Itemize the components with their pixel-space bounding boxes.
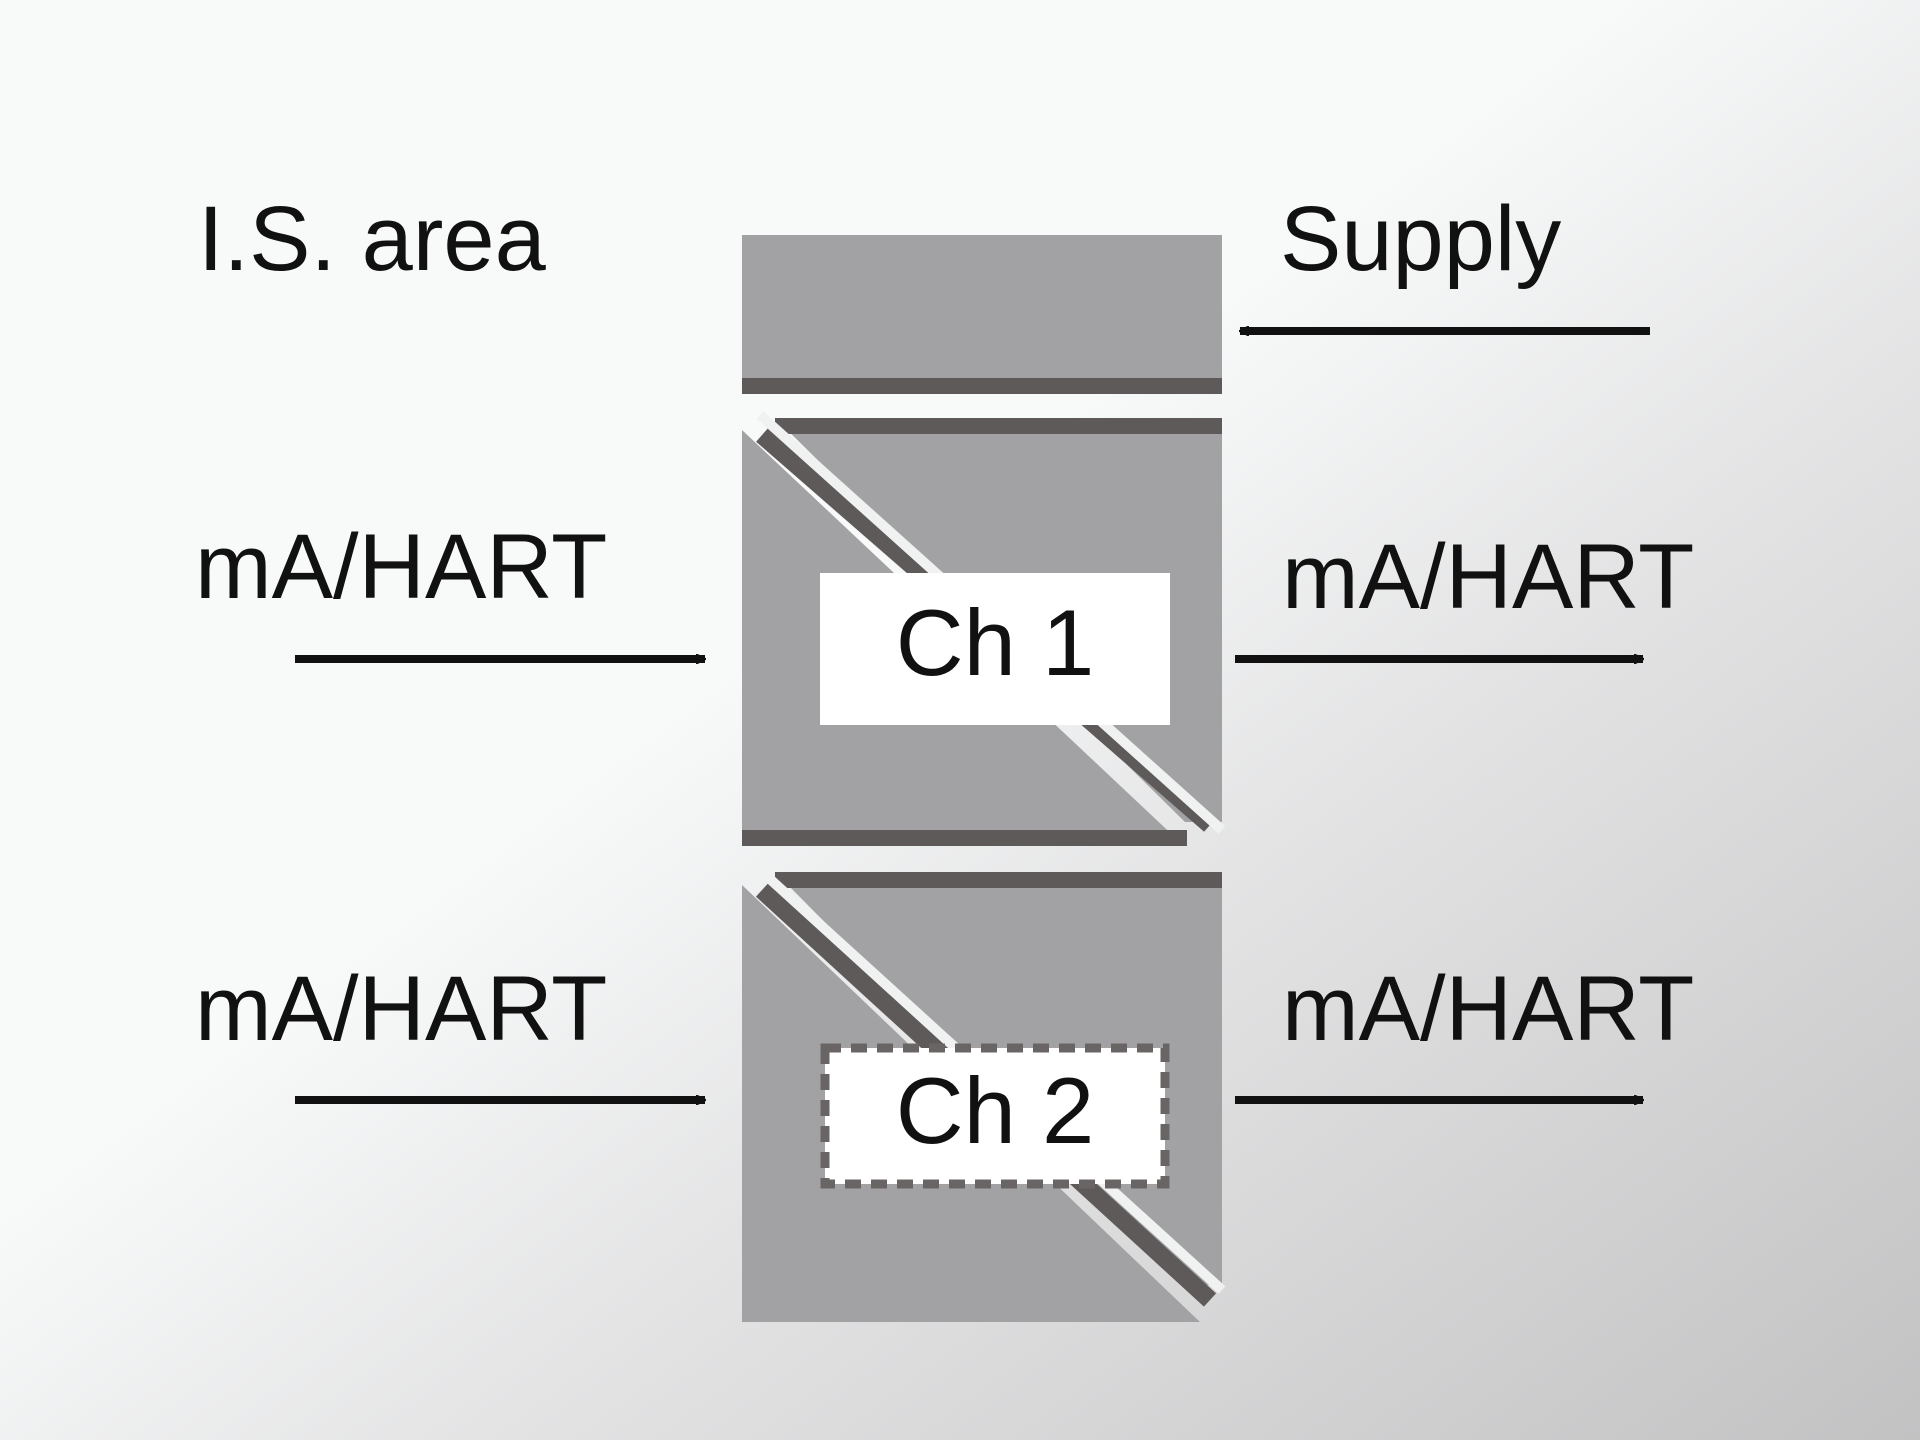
channel-2-output-label: mA/HART [1282, 958, 1694, 1060]
channel-1-module: Ch 1 [742, 411, 1226, 846]
channel-1-box [820, 573, 1170, 725]
supply-module-body [742, 235, 1222, 385]
channel-1-label: Ch 1 [896, 590, 1095, 695]
supply-label: Supply [1280, 188, 1561, 290]
channel-1-output-label: mA/HART [1282, 526, 1694, 628]
channel-2-top-edge [775, 872, 1222, 888]
channel-2-label: Ch 2 [896, 1058, 1095, 1163]
channel-2-box [820, 1043, 1170, 1189]
is-area-label: I.S. area [198, 188, 547, 290]
channel-2-module: Ch 2 [742, 866, 1226, 1322]
channel-1-bottom-edge [742, 830, 1187, 846]
channel-1-top-edge [775, 418, 1222, 434]
channel-2-input-label: mA/HART [195, 958, 607, 1060]
supply-module [742, 235, 1222, 394]
supply-module-edge [742, 378, 1222, 394]
channel-1-input-label: mA/HART [195, 516, 607, 618]
